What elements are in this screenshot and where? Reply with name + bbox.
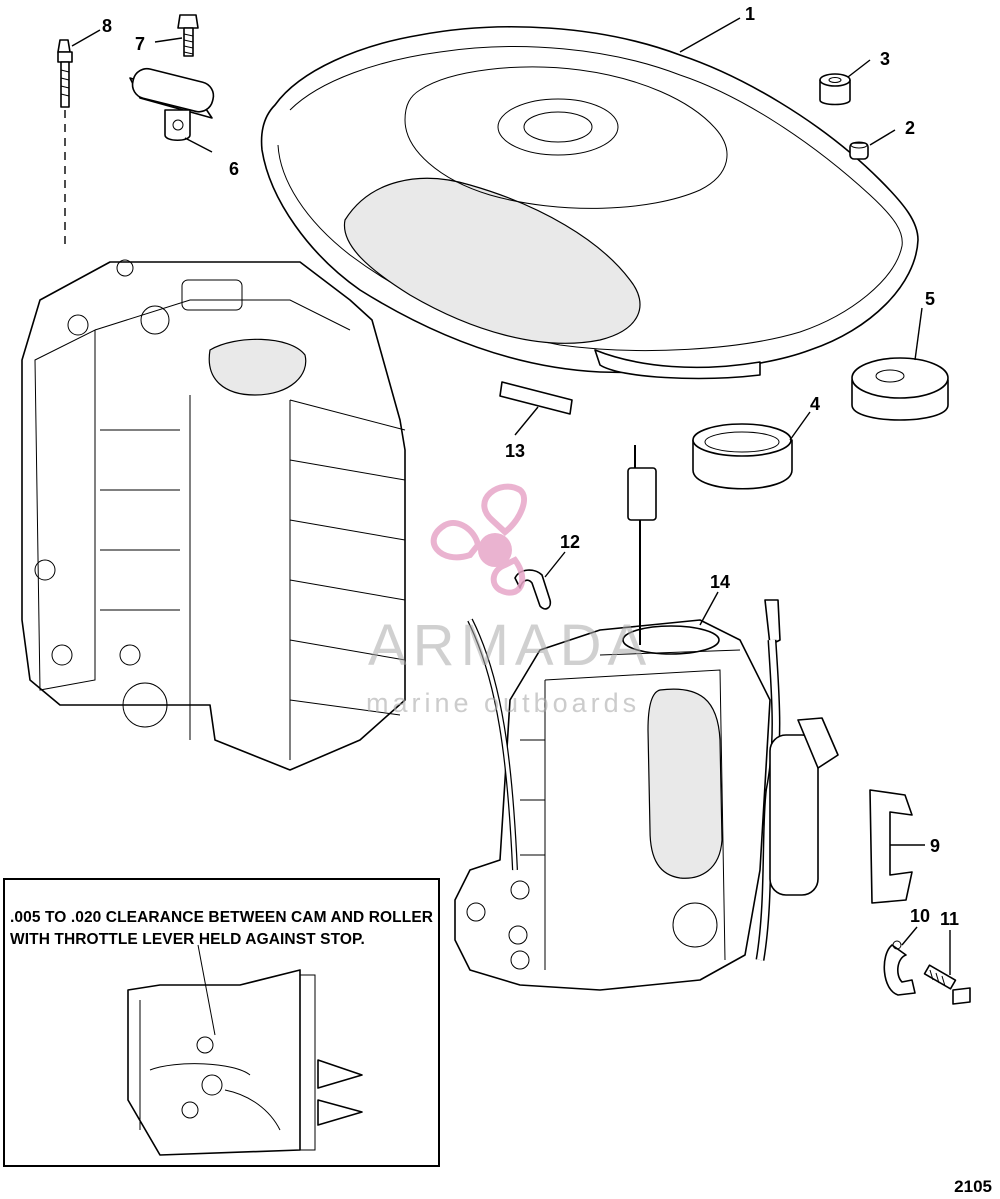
callout-10: 10 bbox=[910, 906, 930, 926]
grommet-part bbox=[819, 73, 851, 106]
screw-part-7 bbox=[177, 14, 199, 57]
callout-8: 8 bbox=[102, 16, 112, 36]
large-grommet-part bbox=[851, 357, 949, 421]
callout-2: 2 bbox=[905, 118, 915, 138]
callout-5: 5 bbox=[925, 289, 935, 309]
ring-seal-part bbox=[692, 423, 793, 490]
detail-note-line-2: WITH THROTTLE LEVER HELD AGAINST STOP. bbox=[10, 931, 365, 948]
callout-13: 13 bbox=[505, 441, 525, 461]
detail-note: .005 TO .020 CLEARANCE BETWEEN CAM AND R… bbox=[10, 907, 433, 951]
watermark-logo bbox=[430, 483, 527, 596]
bolt-part-11 bbox=[923, 964, 971, 1005]
page-code: 2105 bbox=[954, 1177, 992, 1196]
detail-note-line-1: .005 TO .020 CLEARANCE BETWEEN CAM AND R… bbox=[10, 909, 434, 926]
callout-3: 3 bbox=[880, 49, 890, 69]
flywheel-cover-part bbox=[260, 26, 919, 380]
sleeve-part bbox=[129, 67, 215, 142]
callout-7: 7 bbox=[135, 34, 145, 54]
leader-lines bbox=[71, 17, 951, 975]
throttle-cam-detail bbox=[127, 944, 363, 1156]
callout-1: 1 bbox=[745, 4, 755, 24]
callout-labels: 1 2 3 4 5 6 7 8 9 10 11 12 13 14 bbox=[102, 4, 959, 929]
callout-6: 6 bbox=[229, 159, 239, 179]
small-grommet-part bbox=[849, 141, 869, 160]
callout-11: 11 bbox=[940, 909, 959, 929]
callout-14: 14 bbox=[710, 572, 730, 592]
p-clamp-part bbox=[883, 940, 916, 996]
cylinder-block-part bbox=[21, 259, 406, 771]
watermark-title: ARMADA bbox=[368, 613, 653, 678]
stud-part bbox=[57, 39, 73, 250]
fuel-module-part bbox=[454, 445, 839, 991]
detail-inset-frame bbox=[3, 878, 440, 1167]
callout-12: 12 bbox=[560, 532, 580, 552]
callout-4: 4 bbox=[810, 394, 820, 414]
watermark-subtitle: marine outboards bbox=[366, 688, 641, 718]
callout-9: 9 bbox=[930, 836, 940, 856]
decal-part bbox=[499, 381, 573, 415]
bracket-part bbox=[869, 789, 913, 904]
